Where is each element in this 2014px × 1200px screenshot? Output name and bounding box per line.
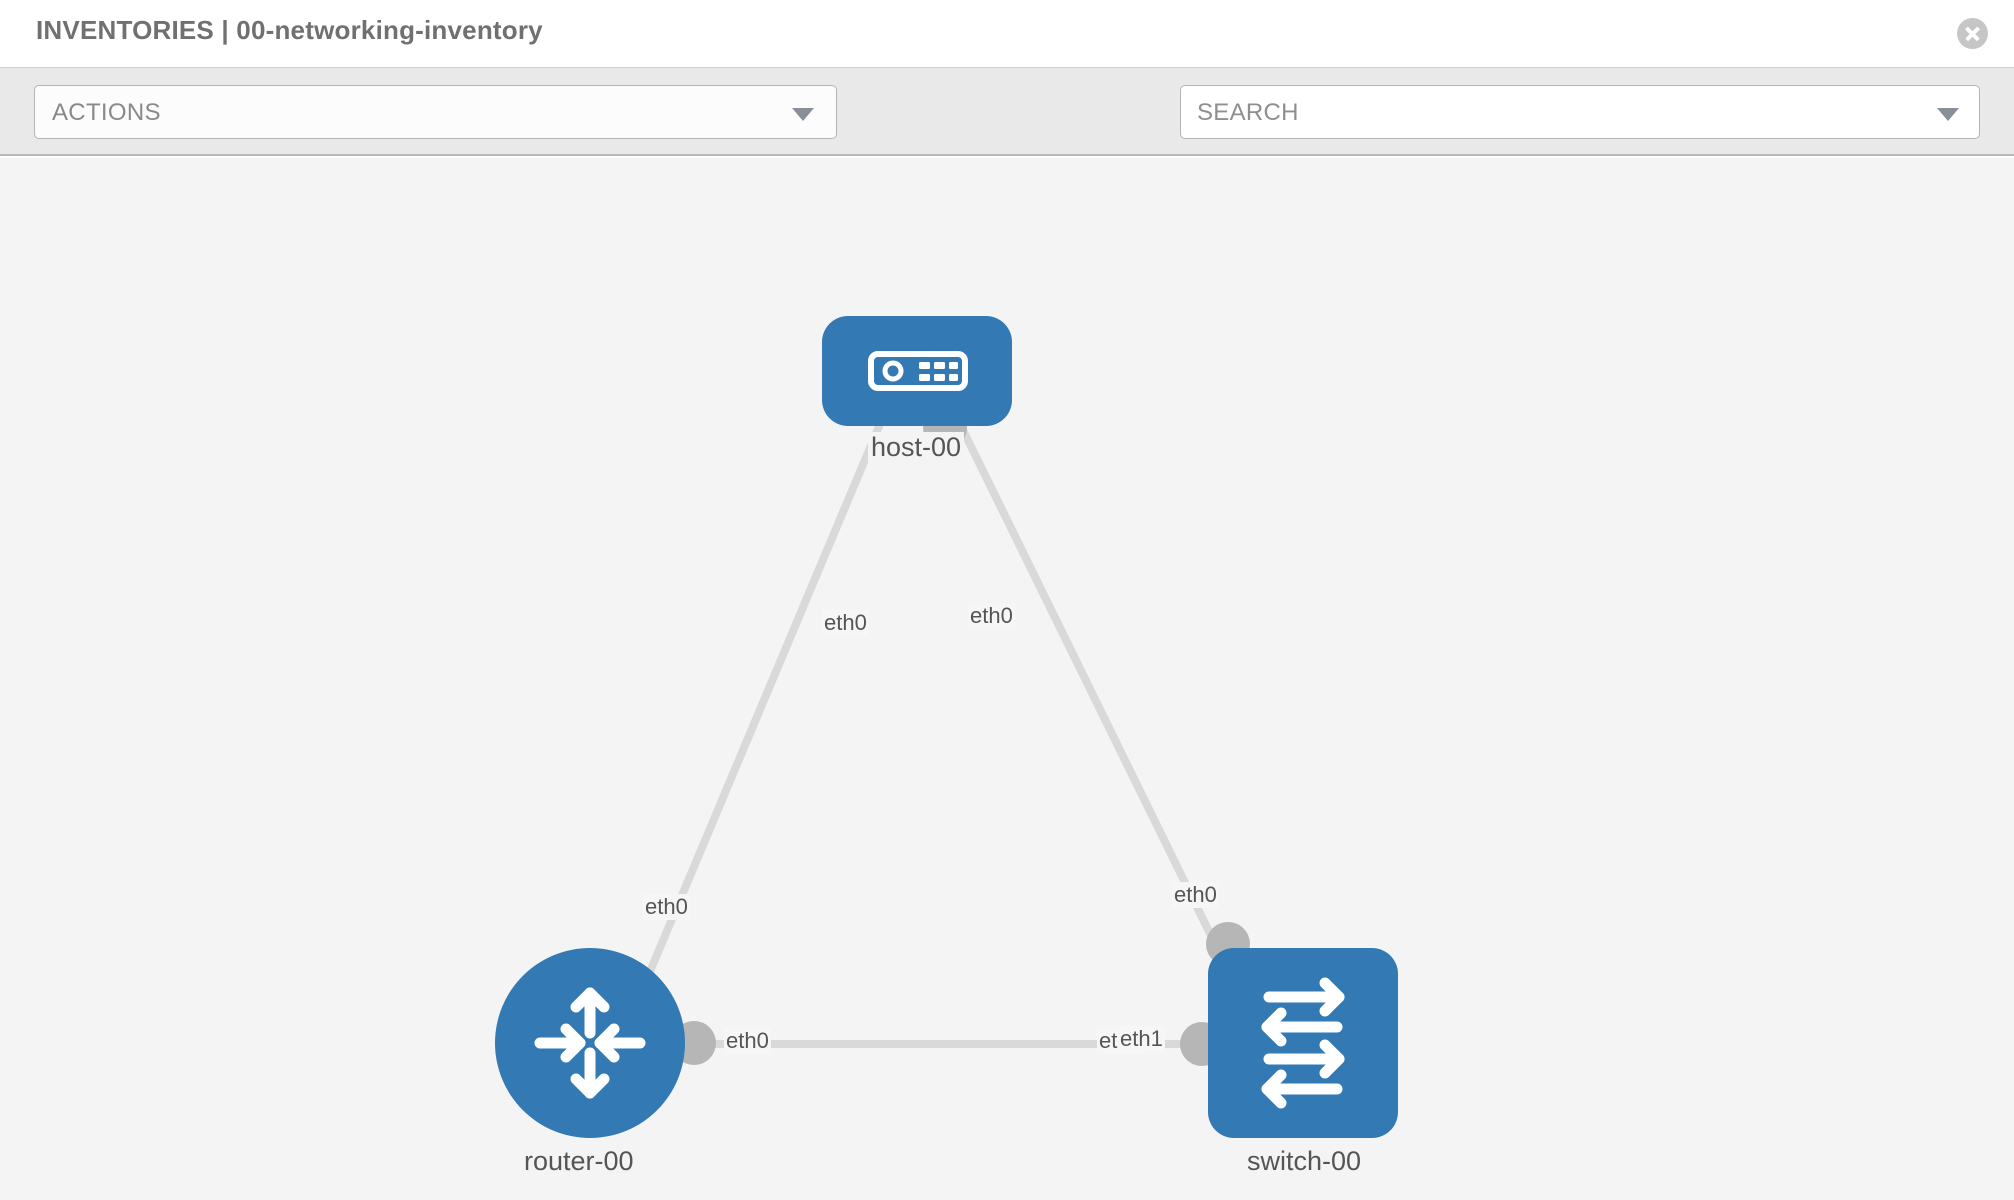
page-title: INVENTORIES | 00-networking-inventory xyxy=(36,15,543,45)
node-switch-00-shape xyxy=(1208,948,1398,1138)
node-router-00-label: router-00 xyxy=(521,1146,637,1177)
edge-label-router-up: eth0 xyxy=(643,894,690,920)
edge-label-switch-up: eth0 xyxy=(1172,882,1219,908)
topology-graph xyxy=(634,406,1250,1066)
actions-dropdown-label: ACTIONS xyxy=(52,99,161,126)
edge-label-host-left: eth0 xyxy=(822,610,869,636)
actions-dropdown[interactable]: ACTIONS xyxy=(34,85,837,139)
node-host-00-label: host-00 xyxy=(868,432,965,463)
link-host-switch xyxy=(956,420,1226,962)
topology-node-host-00[interactable]: host-00 xyxy=(822,316,1012,476)
close-icon[interactable] xyxy=(1957,18,1988,49)
page-header: INVENTORIES | 00-networking-inventory xyxy=(0,0,2014,68)
node-switch-00-label: switch-00 xyxy=(1244,1146,1365,1177)
connector-nubs xyxy=(672,406,1250,1066)
edge-label-switch-left-b: eth1 xyxy=(1118,1026,1165,1052)
toolbar: ACTIONS SEARCH xyxy=(0,68,2014,202)
chevron-down-icon xyxy=(792,108,814,121)
chevron-down-icon xyxy=(1937,108,1959,121)
topology-node-router-00[interactable]: router-00 xyxy=(495,948,685,1178)
node-host-00-shape xyxy=(822,316,1012,426)
edge-label-host-right: eth0 xyxy=(968,603,1015,629)
topology-canvas[interactable]: host-00 xyxy=(0,158,2014,1200)
search-input[interactable]: SEARCH xyxy=(1180,85,1980,139)
edge-label-router-right: eth0 xyxy=(724,1028,771,1054)
node-router-00-shape xyxy=(495,948,685,1138)
topology-node-switch-00[interactable]: switch-00 xyxy=(1208,948,1398,1178)
search-placeholder-label: SEARCH xyxy=(1197,99,1299,126)
